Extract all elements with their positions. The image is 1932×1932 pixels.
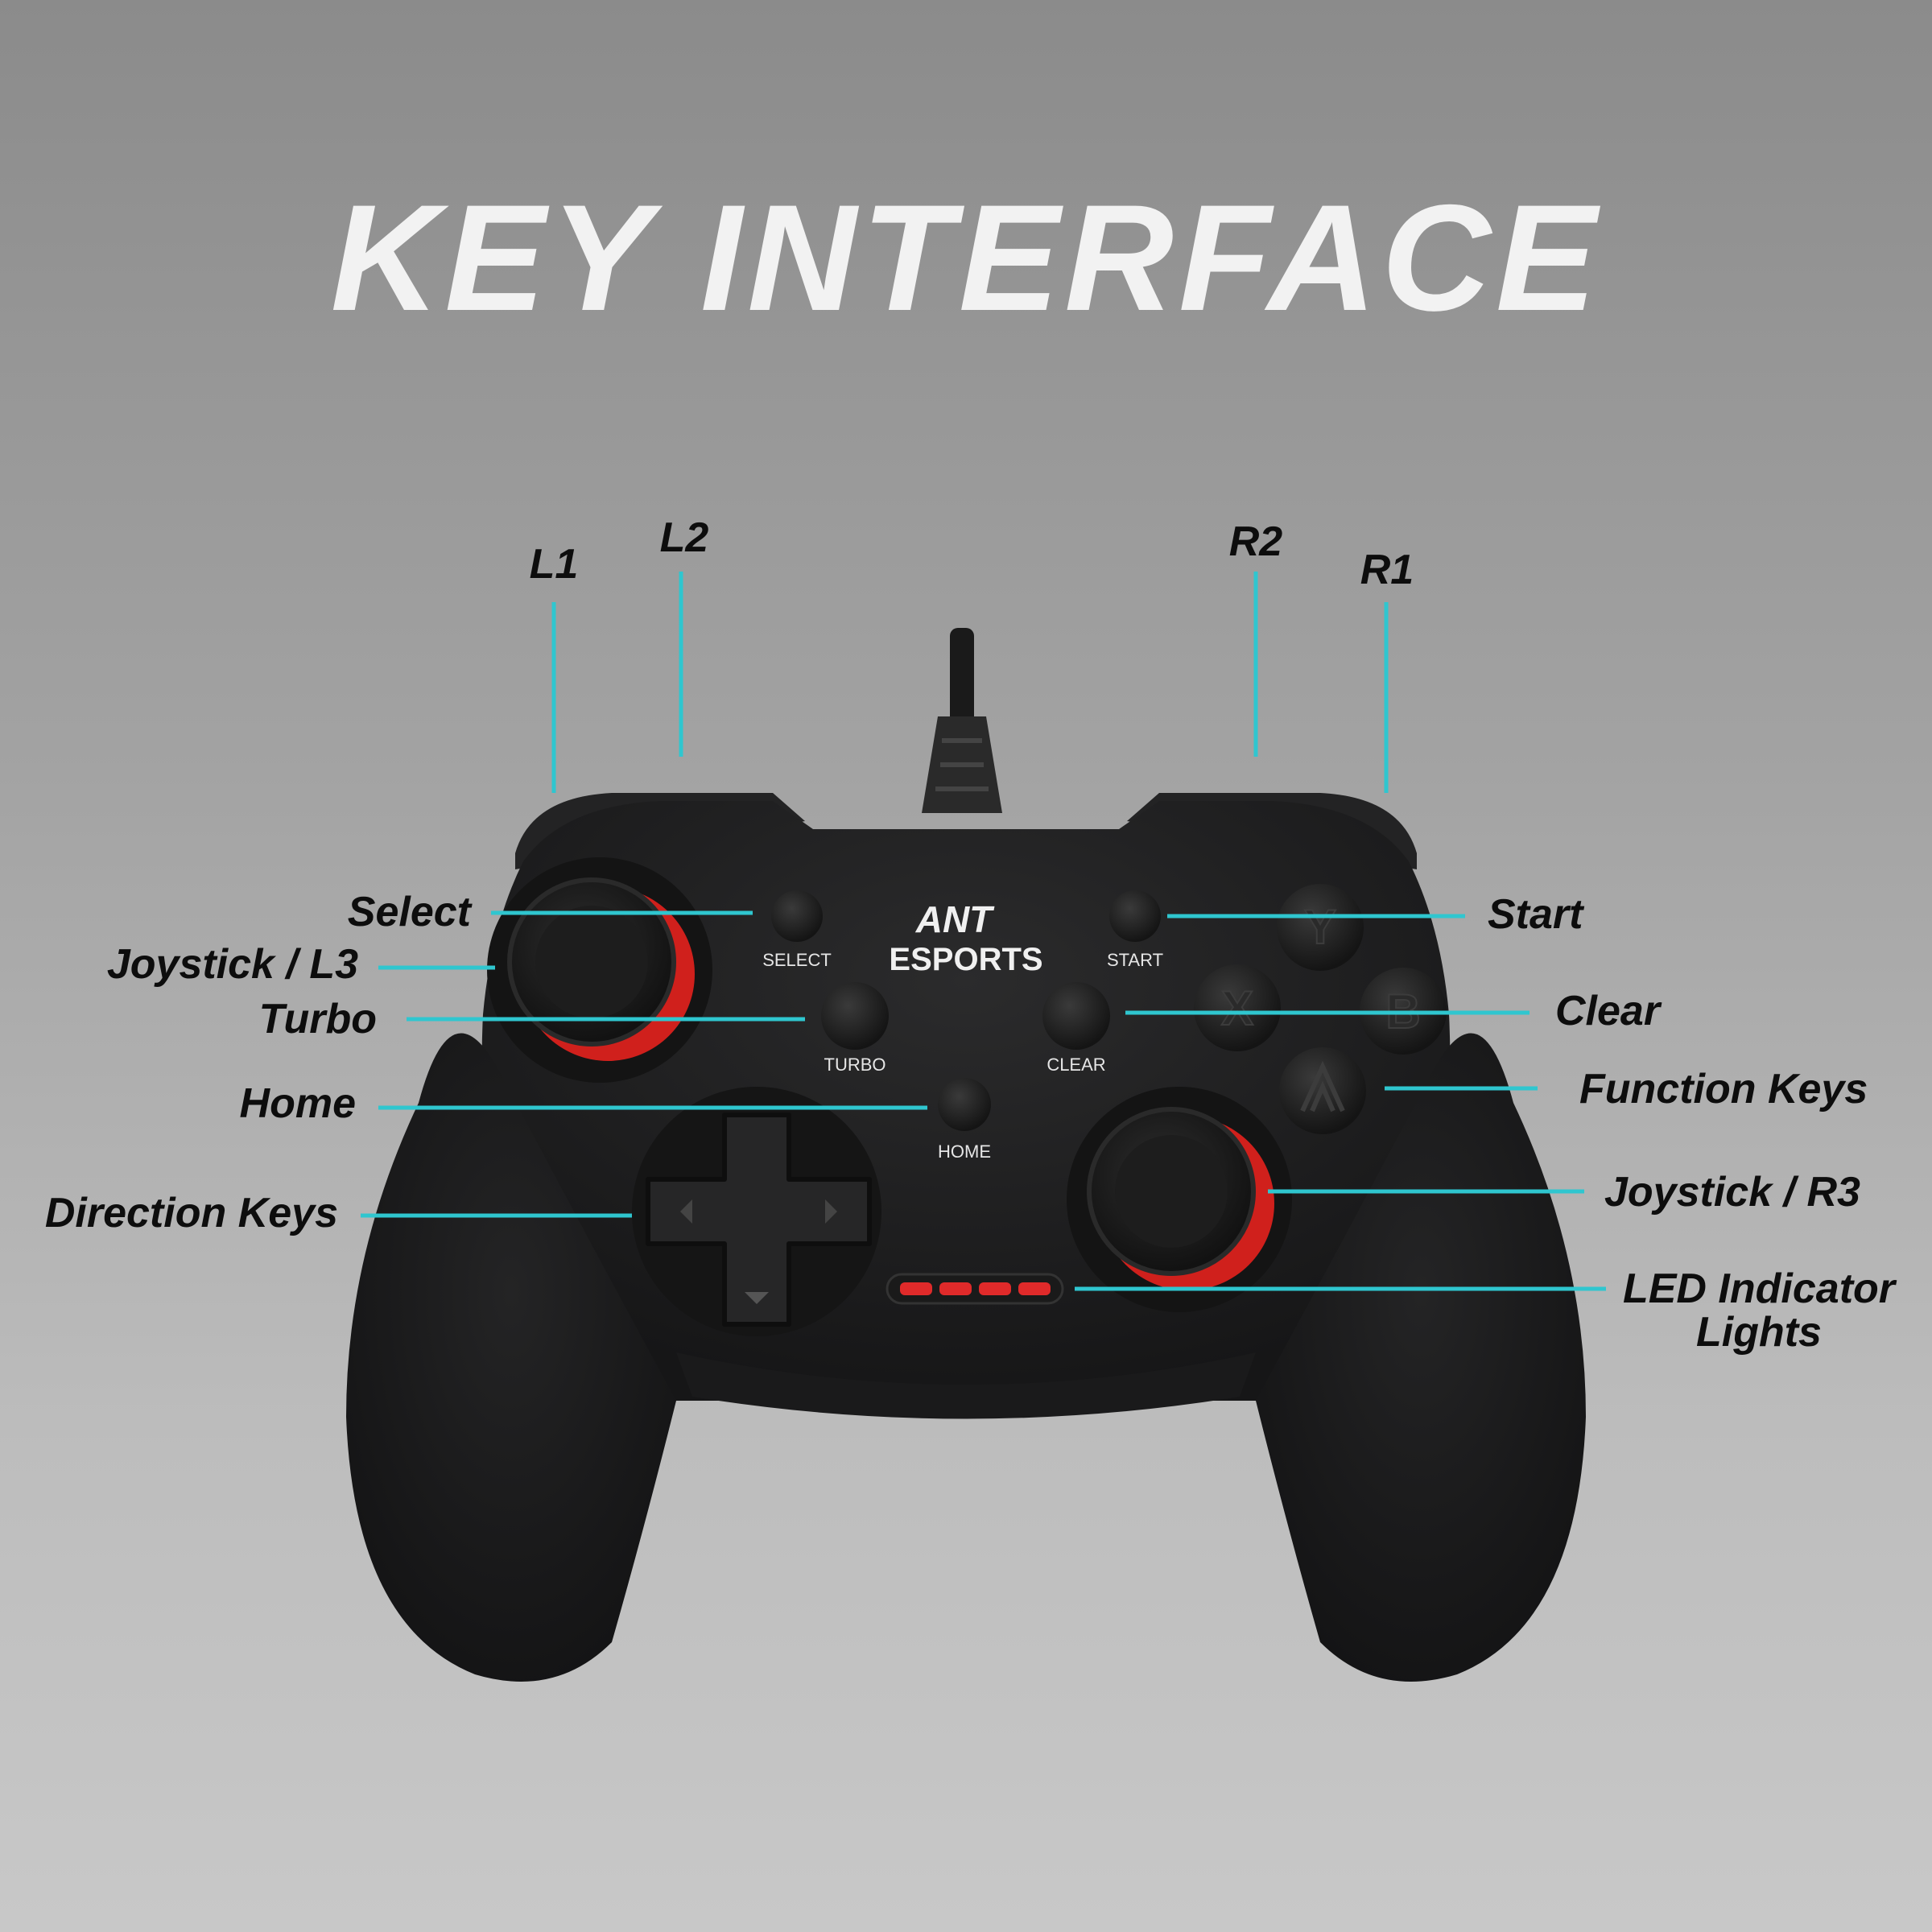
callout-select: Select [348,889,473,935]
svg-text:ESPORTS: ESPORTS [889,942,1042,977]
arrow-left-icon [680,1199,692,1224]
callout-direction-keys: Direction Keys [45,1190,338,1236]
face-button-y[interactable]: Y [1277,884,1364,971]
callout-home: Home [240,1080,356,1127]
left-grip [346,1033,676,1682]
callout-turbo: Turbo [259,996,377,1042]
controller-cable [922,628,1002,813]
callout-joystick-l3: Joystick / L3 [107,941,358,988]
select-button[interactable]: SELECT [762,890,832,970]
y-icon: Y [1304,900,1336,954]
right-grip [1256,1033,1586,1682]
x-icon: X [1221,981,1253,1035]
start-button[interactable]: START [1107,890,1163,970]
callout-r2: R2 [1229,518,1283,565]
svg-text:HOME: HOME [938,1141,991,1162]
led-indicator-lights [886,1273,1064,1305]
face-button-a[interactable] [1279,1047,1366,1134]
svg-text:SELECT: SELECT [762,950,832,970]
callout-start: Start [1488,891,1585,938]
callout-r1: R1 [1360,547,1414,593]
callout-led-lights: Lights [1696,1309,1822,1356]
callout-l2: L2 [660,514,709,561]
svg-text:ANT: ANT [915,898,995,940]
callout-clear: Clear [1555,988,1662,1034]
callout-l1: L1 [530,541,579,588]
brand-logo: ANT ESPORTS [889,898,1042,977]
arrow-right-icon [825,1199,837,1224]
right-joystick[interactable] [1067,1087,1292,1312]
arrow-down-icon [745,1292,769,1304]
callout-led-indicator: LED Indicator [1623,1265,1897,1312]
leader-lines [361,572,1606,1291]
svg-text:TURBO: TURBO [824,1055,886,1075]
face-button-x[interactable]: X [1194,964,1281,1051]
callout-function-keys: Function Keys [1579,1066,1868,1113]
direction-keys[interactable] [632,1087,881,1336]
clear-button[interactable]: CLEAR [1042,982,1110,1075]
home-button[interactable]: HOME [938,1078,991,1162]
callout-joystick-r3: Joystick / R3 [1604,1169,1860,1216]
left-joystick[interactable] [487,857,712,1083]
diagram-title: KEY INTERFACE [331,173,1602,342]
a-icon [1300,1060,1345,1113]
svg-text:CLEAR: CLEAR [1046,1055,1105,1075]
turbo-button[interactable]: TURBO [821,982,889,1075]
svg-text:START: START [1107,950,1163,970]
